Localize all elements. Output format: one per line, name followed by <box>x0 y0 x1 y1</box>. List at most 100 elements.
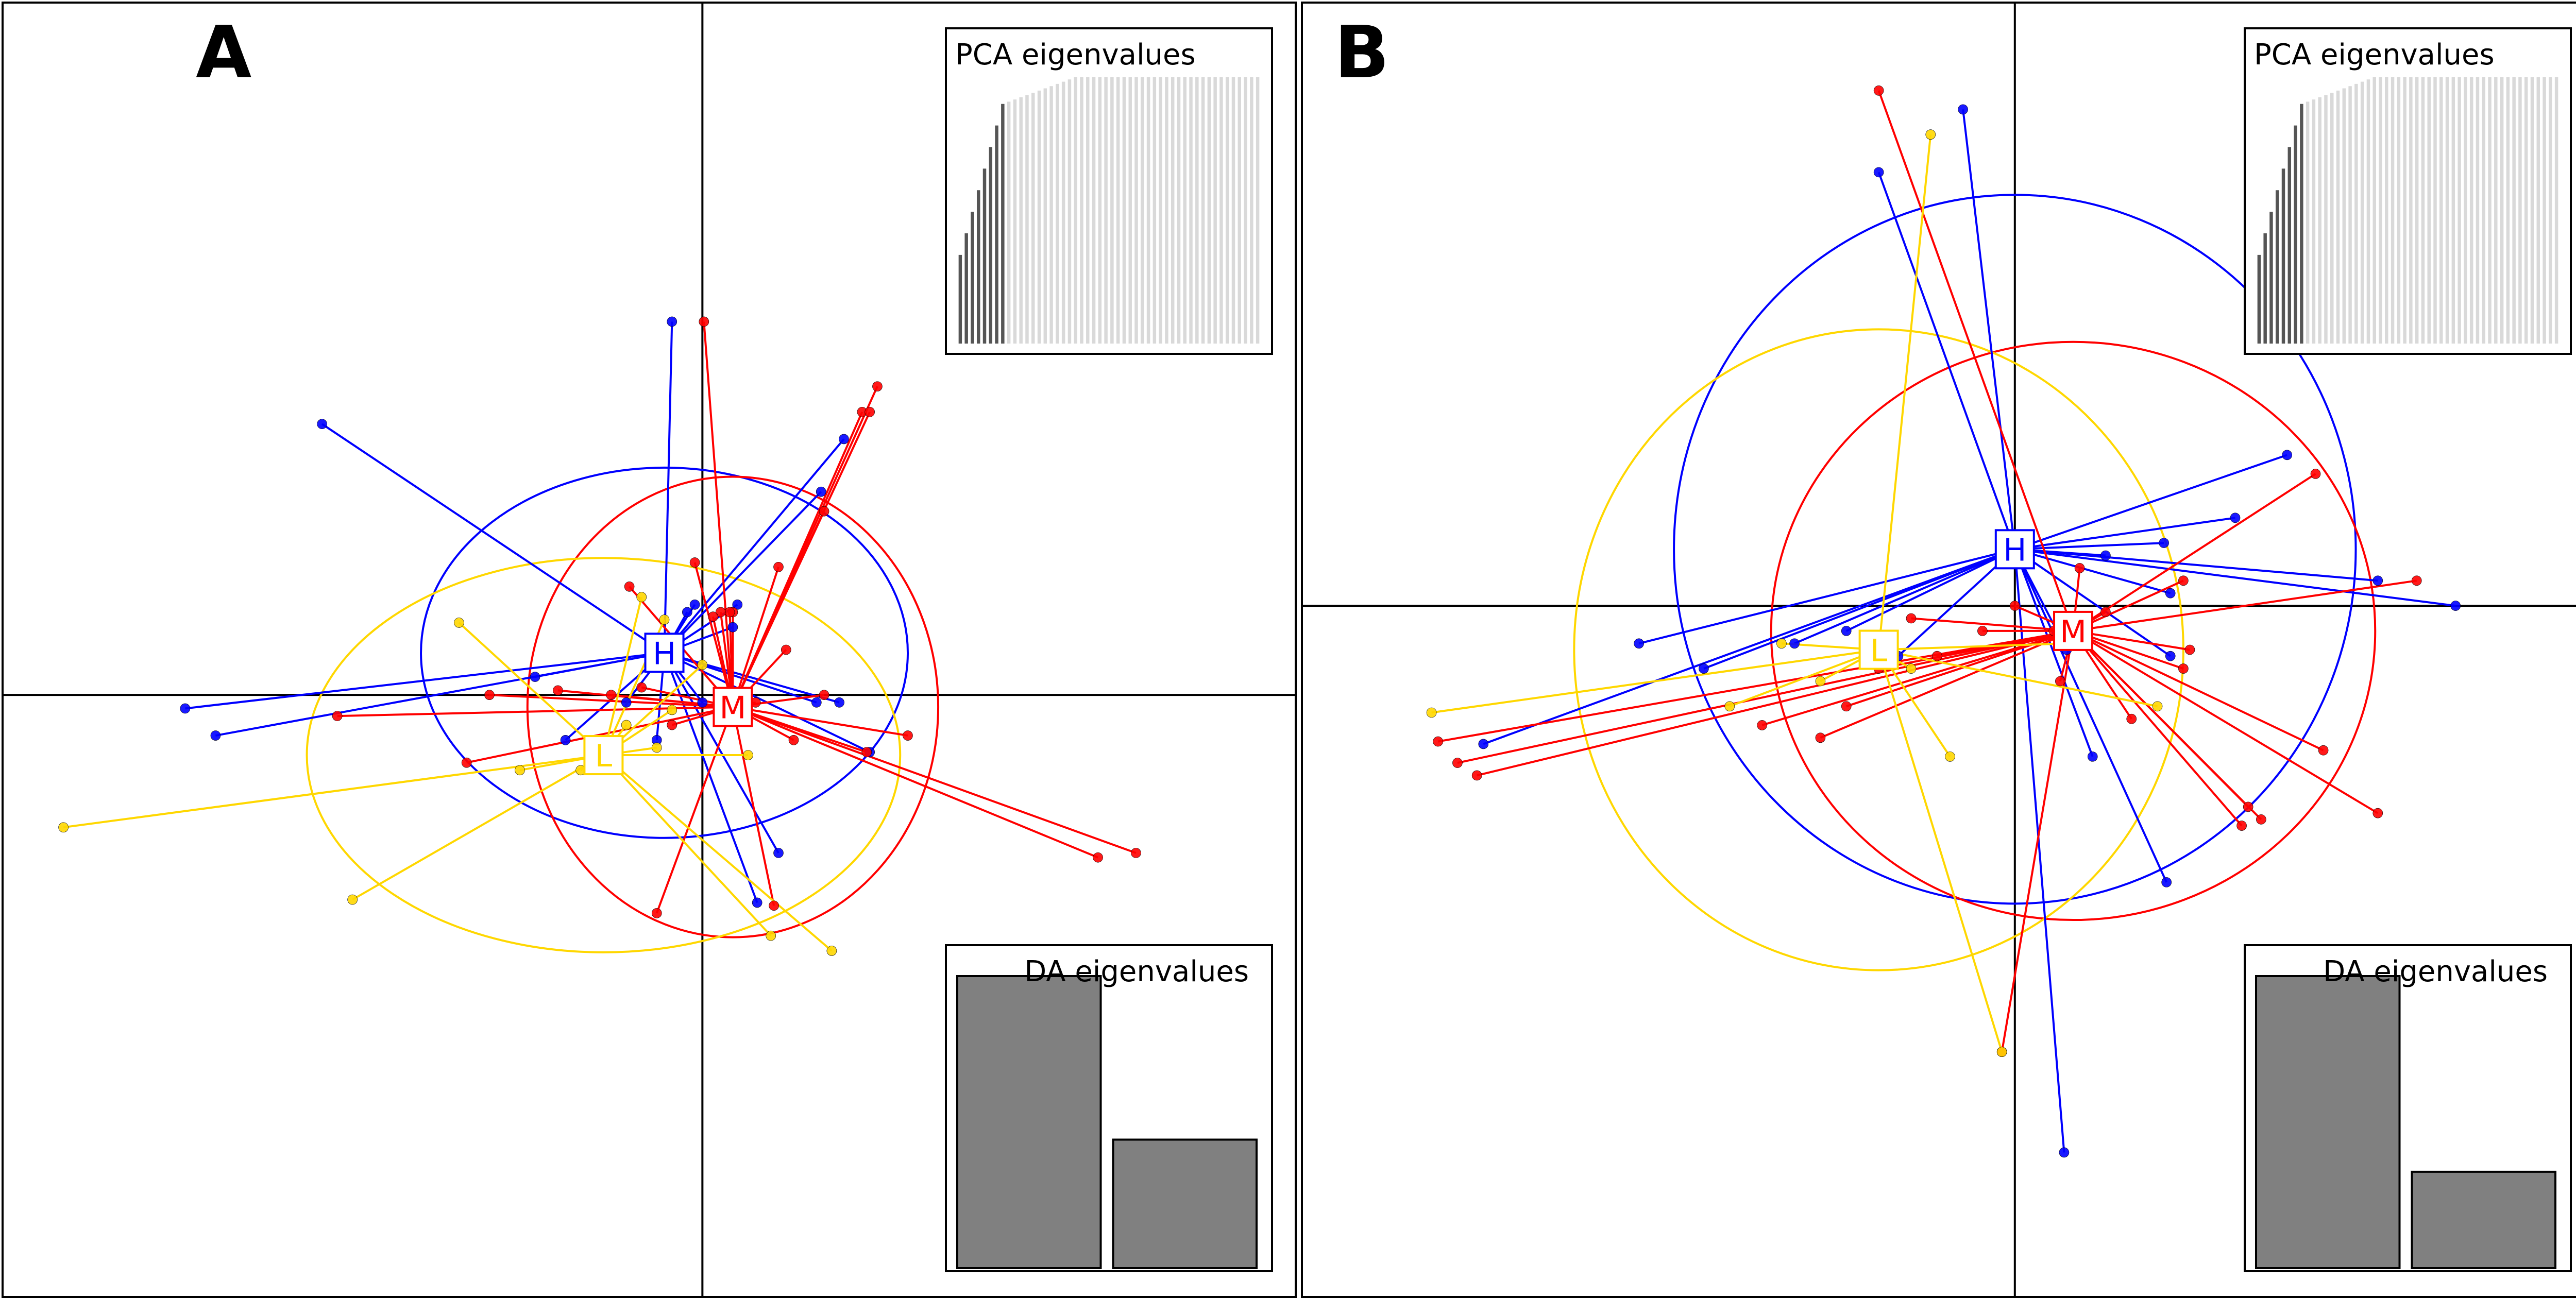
data-point-h <box>2165 588 2176 599</box>
spoke-h <box>321 423 665 654</box>
panel-label: B <box>1334 11 1389 95</box>
spoke-m <box>733 706 908 737</box>
centroid-box <box>644 633 685 673</box>
spoke-h <box>663 652 779 853</box>
data-point-l <box>58 822 69 833</box>
data-point-h <box>621 697 632 708</box>
data-point-m <box>689 557 700 568</box>
data-point-h <box>816 486 826 497</box>
data-point-m <box>1131 848 1141 858</box>
data-point-m <box>2310 469 2321 479</box>
data-point-l <box>621 720 632 730</box>
data-point-l <box>667 705 677 715</box>
spoke-h <box>2013 549 2167 883</box>
pca-inset-frame <box>2244 27 2572 355</box>
spoke-h <box>1483 548 2015 745</box>
spoke-h <box>2014 454 2287 551</box>
spoke-h <box>2014 548 2378 582</box>
spoke-m <box>1761 629 2074 726</box>
spoke-h <box>185 652 665 710</box>
data-point-l <box>2152 701 2163 712</box>
data-point-l <box>1776 638 1787 649</box>
spoke-l <box>602 754 772 937</box>
data-point-m <box>1841 701 1852 712</box>
data-point-m <box>819 506 829 517</box>
data-point-h <box>834 697 844 708</box>
spoke-m <box>337 706 733 718</box>
data-point-m <box>2243 801 2253 812</box>
spoke-m <box>732 706 1137 854</box>
data-point-h <box>732 600 743 610</box>
spoke-h <box>663 438 845 654</box>
spoke-h <box>1794 548 2015 645</box>
data-point-h <box>1873 167 1884 178</box>
data-point-l <box>1724 701 1735 712</box>
spoke-m <box>611 694 733 708</box>
data-point-h <box>682 607 692 618</box>
panel-label: A <box>196 11 251 95</box>
data-point-l <box>1426 707 1437 718</box>
data-point-m <box>699 316 709 327</box>
centroid-text: L <box>1870 633 1888 669</box>
spoke-m <box>2072 630 2379 814</box>
da-eigenvalue-bar <box>2255 975 2401 1269</box>
data-point-m <box>903 730 913 741</box>
data-point-h <box>727 622 738 633</box>
spoke-l <box>1729 648 1879 708</box>
data-point-m <box>1433 736 1443 747</box>
centroid-label-l: L <box>583 735 624 776</box>
data-point-m <box>2055 676 2065 687</box>
data-point-h <box>2165 651 2176 661</box>
spoke-l <box>1878 648 2158 708</box>
data-point-h <box>2282 450 2292 460</box>
data-point-h <box>560 735 571 745</box>
data-point-m <box>865 407 875 417</box>
da-inset-title: DA eigenvalues <box>1024 955 1249 988</box>
data-point-m <box>651 908 662 918</box>
pca-eigenvalues-inset: PCA eigenvalues <box>945 27 1273 355</box>
data-point-h <box>667 316 677 327</box>
data-point-m <box>1932 651 1942 661</box>
spoke-m <box>693 562 734 708</box>
da-inset-title: DA eigenvalues <box>2323 955 2548 988</box>
data-point-m <box>2074 563 2085 573</box>
data-point-l <box>515 765 525 776</box>
spoke-m <box>2072 630 2243 827</box>
data-point-m <box>872 381 883 391</box>
da-eigenvalue-bar <box>2411 1170 2556 1269</box>
panel-a: H M L A PCA eigenvalues DA eigenvalues <box>2 2 1297 1298</box>
data-point-h <box>2230 513 2241 523</box>
centroid-text: L <box>595 738 613 774</box>
data-point-m <box>2178 663 2189 674</box>
centroid-text: M <box>720 690 747 726</box>
spoke-l <box>1431 648 1879 714</box>
data-point-h <box>1634 638 1644 649</box>
spoke-h <box>663 321 673 653</box>
spoke-m <box>703 321 734 707</box>
data-point-l <box>1815 676 1826 687</box>
data-point-m <box>1093 852 1103 863</box>
spoke-m <box>2072 473 2316 632</box>
data-point-m <box>1815 732 1826 743</box>
data-point-h <box>1958 104 1968 115</box>
spoke-m <box>2073 579 2417 632</box>
data-point-h <box>2372 575 2383 586</box>
data-point-m <box>2100 607 2111 618</box>
da-eigenvalues-inset: DA eigenvalues <box>2244 944 2572 1272</box>
data-point-l <box>454 618 464 628</box>
spoke-h <box>2013 549 2094 757</box>
spoke-l <box>458 622 604 756</box>
centroid-label-h: H <box>1994 529 2035 570</box>
da-eigenvalues-inset: DA eigenvalues <box>945 944 1273 1272</box>
data-point-l <box>1945 752 1955 762</box>
spoke-m <box>732 707 775 906</box>
data-point-m <box>708 611 718 622</box>
centroid-text: H <box>653 636 676 672</box>
data-point-h <box>811 697 822 708</box>
data-point-m <box>2411 575 2422 586</box>
spoke-m <box>2072 630 2262 821</box>
inertia-ellipse-h <box>1673 194 2357 905</box>
data-point-h <box>2100 550 2111 561</box>
data-point-m <box>667 720 677 730</box>
